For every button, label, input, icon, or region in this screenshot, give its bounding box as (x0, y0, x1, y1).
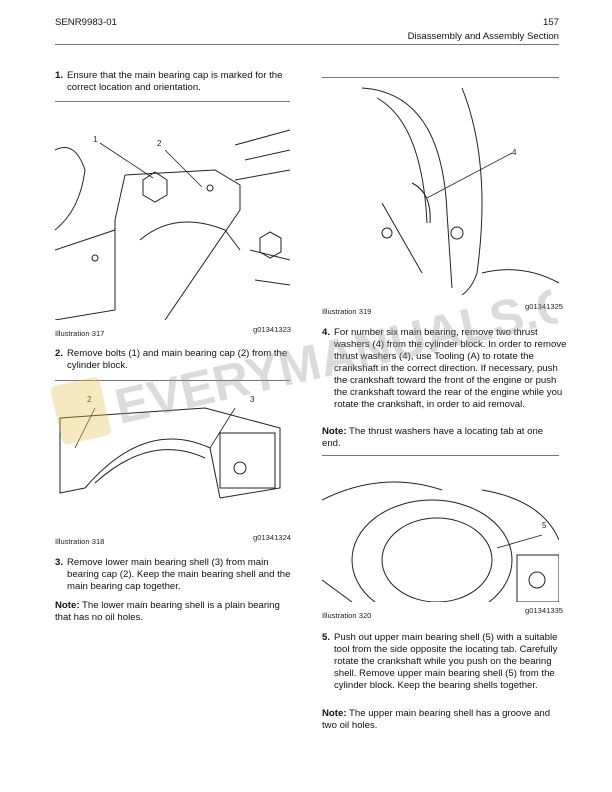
illustration-317: 1 2 (55, 110, 290, 320)
note-2: Note: The thrust washers have a locating… (322, 426, 544, 449)
step-1: 1.Ensure that the main bearing cap is ma… (55, 70, 283, 93)
note-3: Note: The upper main bearing shell has a… (322, 708, 551, 731)
page-number: 157 (542, 17, 559, 28)
rule (55, 101, 290, 102)
illustration-319: 4 (322, 83, 559, 295)
section-title: Disassembly and Assembly Section (407, 31, 559, 42)
doc-id: SENR9983-01 (55, 17, 117, 28)
callout-5: 5 (542, 521, 547, 530)
step-5: 5.Push out upper main bearing shell (5) … (322, 632, 558, 691)
callout-4: 4 (512, 148, 517, 157)
note-1: Note: The lower main bearing shell is a … (55, 600, 280, 623)
callout-2: 2 (87, 395, 92, 404)
step-2: 2.Remove bolts (1) and main bearing cap … (55, 348, 288, 371)
header-rule (55, 44, 559, 45)
caption-317: Illustration 317 (55, 329, 105, 338)
rule (322, 77, 559, 78)
ref-318: g01341324 (253, 533, 292, 542)
caption-320: Illustration 320 (322, 611, 372, 620)
ref-320: g01341335 (525, 606, 564, 615)
illustration-320: 5 (322, 460, 559, 602)
caption-319: Illustration 319 (322, 307, 372, 316)
illustration-318: 2 3 (55, 388, 290, 523)
caption-318: Illustration 318 (55, 537, 105, 546)
callout-1: 1 (93, 135, 98, 144)
step-3: 3.Remove lower main bearing shell (3) fr… (55, 557, 291, 592)
ref-319: g01341325 (525, 302, 564, 311)
rule (55, 380, 290, 381)
callout-3: 3 (250, 395, 255, 404)
rule (322, 455, 559, 456)
step-4: 4.For number six main bearing, remove tw… (322, 327, 567, 410)
callout-2: 2 (157, 139, 162, 148)
ref-317: g01341323 (253, 325, 292, 334)
